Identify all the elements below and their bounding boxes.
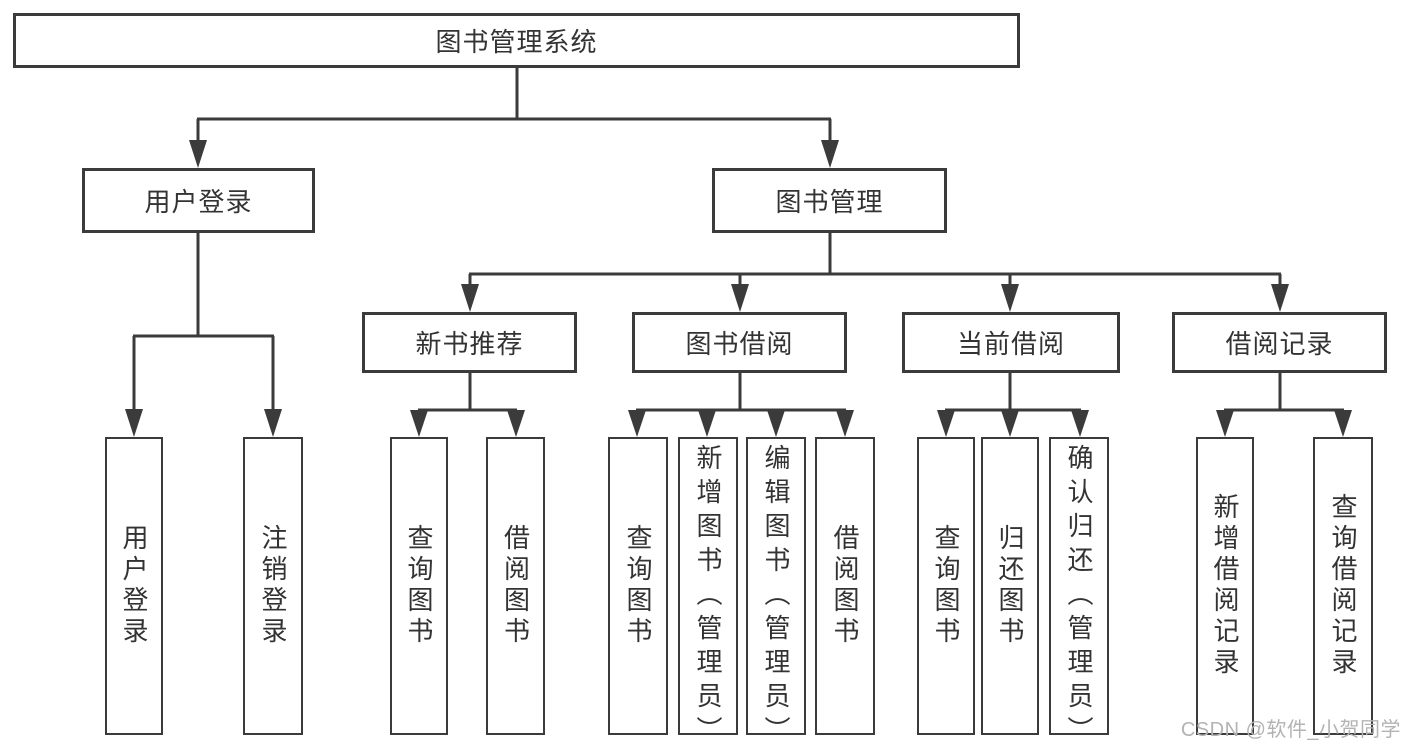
arrow-down-icon	[836, 410, 854, 437]
leaf-edit-book-admin: 编辑图书（管理员）	[746, 437, 806, 747]
leaf-add-borrow-record: 新增借阅记录	[1196, 437, 1254, 735]
arrow-down-icon	[1216, 410, 1234, 437]
arrow-down-icon	[1271, 284, 1289, 312]
leaf-query-books-recommend: 查询图书	[390, 437, 448, 735]
leaf-label: 注销登录	[258, 524, 288, 648]
arrow-down-icon	[125, 409, 143, 437]
leaf-user-login: 用户登录	[105, 437, 163, 735]
leaf-label: 借阅图书	[500, 524, 531, 648]
node-root: 图书管理系统	[13, 13, 1020, 68]
node-current-borrow: 当前借阅	[902, 312, 1120, 373]
arrow-down-icon	[767, 410, 785, 437]
leaf-label: 查询图书	[623, 524, 653, 648]
arrow-down-icon	[1001, 410, 1019, 437]
leaf-query-borrow-record: 查询借阅记录	[1313, 437, 1373, 735]
leaf-logout: 注销登录	[243, 437, 303, 735]
arrow-down-icon	[698, 410, 716, 437]
arrow-down-icon	[937, 410, 955, 437]
arrow-down-icon	[1334, 410, 1352, 437]
node-book-management: 图书管理	[712, 168, 947, 233]
arrow-down-icon	[507, 410, 525, 437]
node-user-login: 用户登录	[82, 168, 315, 233]
leaf-add-book-admin: 新增图书（管理员）	[678, 437, 738, 747]
arrow-down-icon	[821, 140, 839, 168]
leaf-query-books-current: 查询图书	[917, 437, 975, 735]
node-new-book-recommend: 新书推荐	[362, 312, 577, 373]
arrow-down-icon	[264, 409, 282, 437]
leaf-label: 编辑图书（管理员）	[761, 444, 791, 747]
leaf-label: 新增借阅记录	[1210, 493, 1240, 679]
leaf-confirm-return-admin: 确认归还（管理员）	[1049, 437, 1109, 747]
leaf-label: 查询图书	[931, 524, 961, 648]
arrow-down-icon	[1001, 284, 1019, 312]
node-book-borrow: 图书借阅	[632, 312, 847, 373]
leaf-label: 确认归还（管理员）	[1064, 444, 1094, 747]
leaf-query-books-borrow: 查询图书	[608, 437, 668, 735]
leaf-borrow-books: 借阅图书	[815, 437, 875, 735]
arrow-down-icon	[461, 284, 479, 312]
arrow-down-icon	[1071, 410, 1089, 437]
csdn-watermark: CSDN @软件_小贺同学	[1180, 719, 1401, 741]
leaf-return-books: 归还图书	[981, 437, 1039, 735]
arrow-down-icon	[410, 410, 428, 437]
arrow-down-icon	[731, 284, 749, 312]
arrow-down-icon	[628, 410, 646, 437]
leaf-label: 用户登录	[119, 524, 149, 648]
leaf-label: 新增图书（管理员）	[693, 444, 723, 747]
leaf-label: 查询图书	[404, 524, 434, 648]
leaf-label: 借阅图书	[830, 524, 860, 648]
leaf-label: 查询借阅记录	[1328, 493, 1358, 679]
node-borrow-records: 借阅记录	[1172, 312, 1387, 373]
leaf-label: 归还图书	[995, 524, 1025, 648]
arrow-down-icon	[189, 140, 207, 168]
leaf-borrow-books-recommend: 借阅图书	[486, 437, 545, 735]
